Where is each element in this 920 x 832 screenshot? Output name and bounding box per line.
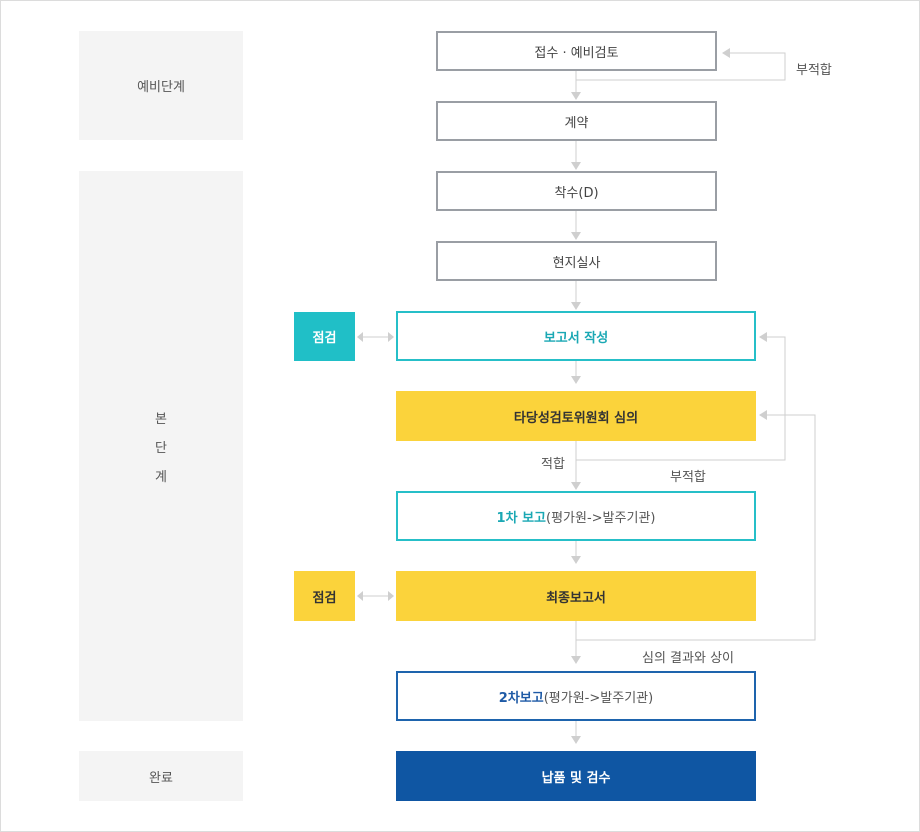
step-first-report-title: 1차 보고 <box>496 510 546 526</box>
step-report-writing-label: 보고서 작성 <box>543 330 609 346</box>
step-survey: 현지실사 <box>436 241 717 281</box>
step-survey-label: 현지실사 <box>552 255 601 271</box>
step-first-report-route: (평가원->발주기관) <box>546 510 656 526</box>
step-start-label: 착수(D) <box>554 185 599 201</box>
step-start: 착수(D) <box>436 171 717 211</box>
stage-main: 본 단 계 <box>79 171 243 721</box>
label-unfit-committee: 부적합 <box>670 470 706 485</box>
step-contract-label: 계약 <box>564 115 589 131</box>
label-result-mismatch: 심의 결과와 상이 <box>642 651 734 666</box>
stage-prelim-label: 예비단계 <box>137 80 185 95</box>
check-box-report: 점검 <box>294 312 355 361</box>
stage-main-char-2: 단 <box>155 440 167 456</box>
label-fit: 적합 <box>541 457 565 472</box>
check-box-final-label: 점검 <box>312 590 337 606</box>
check-box-report-label: 점검 <box>312 331 337 346</box>
step-final-report-label: 최종보고서 <box>546 590 606 606</box>
stage-done-label: 완료 <box>149 770 173 786</box>
check-box-final: 점검 <box>294 571 355 621</box>
stage-prelim: 예비단계 <box>79 31 243 140</box>
stage-main-char-1: 본 <box>155 411 167 427</box>
step-report-writing: 보고서 작성 <box>396 311 756 361</box>
stage-done: 완료 <box>79 751 243 801</box>
label-unfit-intake: 부적합 <box>796 63 832 78</box>
step-delivery: 납품 및 검수 <box>396 751 756 801</box>
step-first-report: 1차 보고 (평가원->발주기관) <box>396 491 756 541</box>
step-intake: 접수 · 예비검토 <box>436 31 717 71</box>
step-final-report: 최종보고서 <box>396 571 756 621</box>
step-committee-review-label: 타당성검토위원회 심의 <box>513 410 639 426</box>
step-intake-label: 접수 · 예비검토 <box>534 45 619 61</box>
step-committee-review: 타당성검토위원회 심의 <box>396 391 756 441</box>
step-delivery-label: 납품 및 검수 <box>541 770 611 786</box>
step-second-report-route: (평가원->발주기관) <box>543 690 654 706</box>
step-second-report: 2차보고 (평가원->발주기관) <box>396 671 756 721</box>
stage-main-char-3: 계 <box>155 469 167 485</box>
step-contract: 계약 <box>436 101 717 141</box>
step-second-report-title: 2차보고 <box>498 690 544 706</box>
